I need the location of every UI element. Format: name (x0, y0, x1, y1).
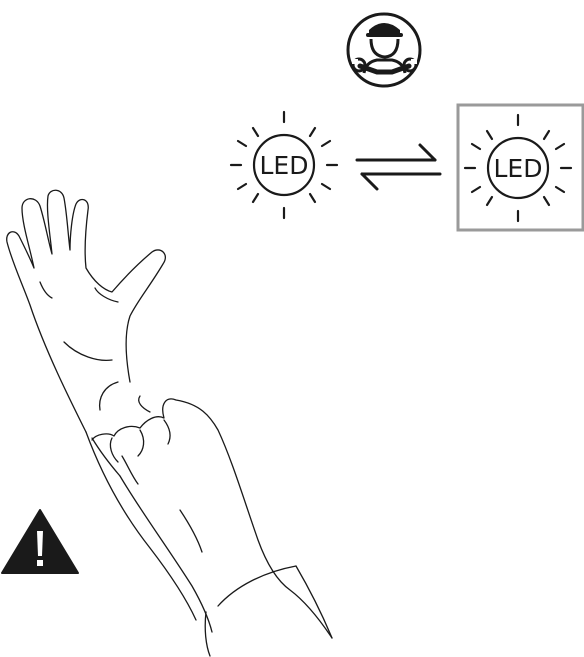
technician-with-wrench-icon (348, 14, 420, 86)
gloved-hands-icon (7, 190, 332, 656)
old-led-icon: LED (231, 112, 337, 218)
new-led-label: LED (494, 154, 543, 183)
warning-triangle-icon (2, 510, 78, 573)
old-led-label: LED (260, 151, 309, 180)
exchange-arrows-icon (357, 145, 440, 189)
new-led-box: LED (458, 105, 583, 230)
new-led-icon: LED (465, 115, 571, 221)
